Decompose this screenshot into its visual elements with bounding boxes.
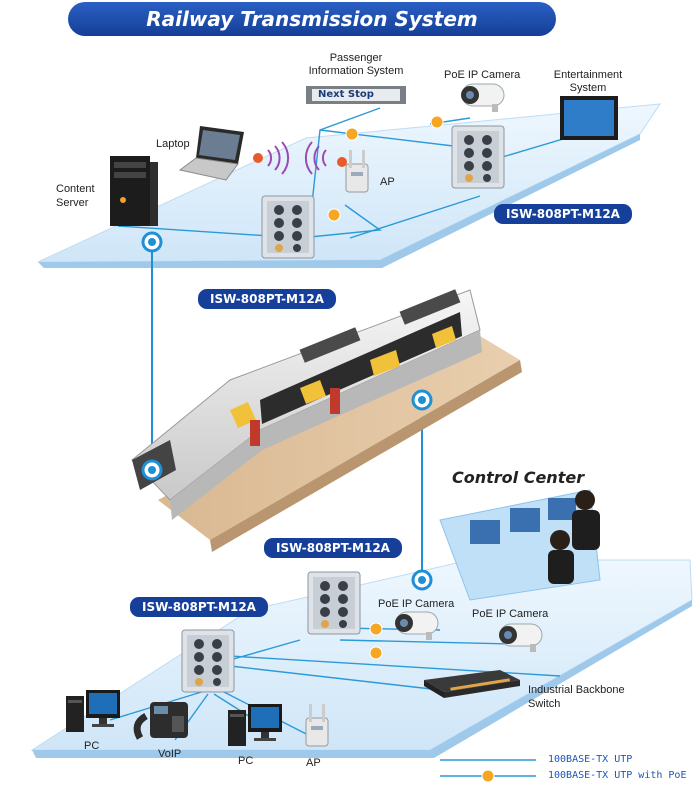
passenger-info-label: Passenger Information System xyxy=(290,52,422,78)
bottom-pc-2-icon xyxy=(228,704,282,746)
top-switch-right-icon xyxy=(451,125,505,189)
link-nodes xyxy=(141,231,433,591)
bottom-platform xyxy=(30,559,693,751)
wireless-waves xyxy=(267,141,327,175)
laptop-icon xyxy=(178,126,244,181)
train-floor xyxy=(158,330,520,540)
laptop-wireless-icon xyxy=(253,153,263,163)
top-camera-icon xyxy=(460,83,505,113)
bottom-poe-markers xyxy=(369,622,383,660)
top-camera-label: PoE IP Camera xyxy=(444,69,521,81)
entertainment-label: Entertainment System xyxy=(540,69,636,95)
passenger-info-label-line1: Passenger xyxy=(329,52,383,64)
bottom-camera-2-label: PoE IP Camera xyxy=(472,608,549,620)
switch-badge-bottom-left: ISW-808PT-M12A xyxy=(130,597,268,617)
laptop-label: Laptop xyxy=(156,138,190,150)
diagram-title: Railway Transmission System xyxy=(146,7,478,31)
entertainment-label-line2: System xyxy=(569,82,607,94)
voip-phone-icon xyxy=(133,702,188,740)
legend-utp-label: 100BASE-TX UTP xyxy=(548,754,633,765)
train-icon xyxy=(131,289,482,520)
backbone-switch-icon xyxy=(424,670,520,698)
bottom-pc-1-label: PC xyxy=(84,740,100,752)
legend xyxy=(440,759,536,783)
bottom-camera-1-label: PoE IP Camera xyxy=(378,598,455,610)
content-server-label-line1: Content xyxy=(56,183,95,195)
switch-badge-bottom-right: ISW-808PT-M12A xyxy=(264,538,402,558)
top-ap-label: AP xyxy=(380,176,395,188)
passenger-info-sign xyxy=(306,86,406,104)
content-server-icon xyxy=(110,156,158,226)
ap-wireless-icon xyxy=(337,157,347,167)
legend-poe-marker xyxy=(481,769,495,783)
bottom-pc-1-icon xyxy=(66,690,120,732)
control-center-icon xyxy=(439,489,601,601)
switch-badge-train: ISW-808PT-M12A xyxy=(198,289,336,309)
bottom-pc-2-label: PC xyxy=(238,755,254,767)
top-poe-markers xyxy=(327,115,444,222)
title-banner: Railway Transmission System xyxy=(68,2,556,36)
switch-badge-top-right: ISW-808PT-M12A xyxy=(494,204,632,224)
legend-poe-label: 100BASE-TX UTP with PoE xyxy=(548,770,687,781)
entertainment-monitor-icon xyxy=(560,96,618,140)
bottom-platform-edge xyxy=(32,600,692,758)
backbone-switch-label: Industrial Backbone Switch xyxy=(528,683,625,711)
control-center-title: Control Center xyxy=(452,468,585,487)
bottom-switch-right-icon xyxy=(307,571,361,635)
passenger-info-label-line2: Information System xyxy=(308,65,404,77)
bottom-ap-label: AP xyxy=(306,757,321,769)
content-server-label-line2: Server xyxy=(56,197,89,209)
next-stop-text: Next Stop xyxy=(318,89,374,100)
bottom-switch-left-icon xyxy=(181,629,235,693)
backbone-switch-label-line2: Switch xyxy=(528,698,561,710)
train-floor-edge xyxy=(210,360,522,552)
top-switch-left-icon xyxy=(261,195,315,259)
content-server-label: Content Server xyxy=(56,182,95,210)
backbone-switch-label-line1: Industrial Backbone xyxy=(528,684,625,696)
voip-label: VoIP xyxy=(158,748,182,760)
entertainment-label-line1: Entertainment xyxy=(553,69,623,81)
